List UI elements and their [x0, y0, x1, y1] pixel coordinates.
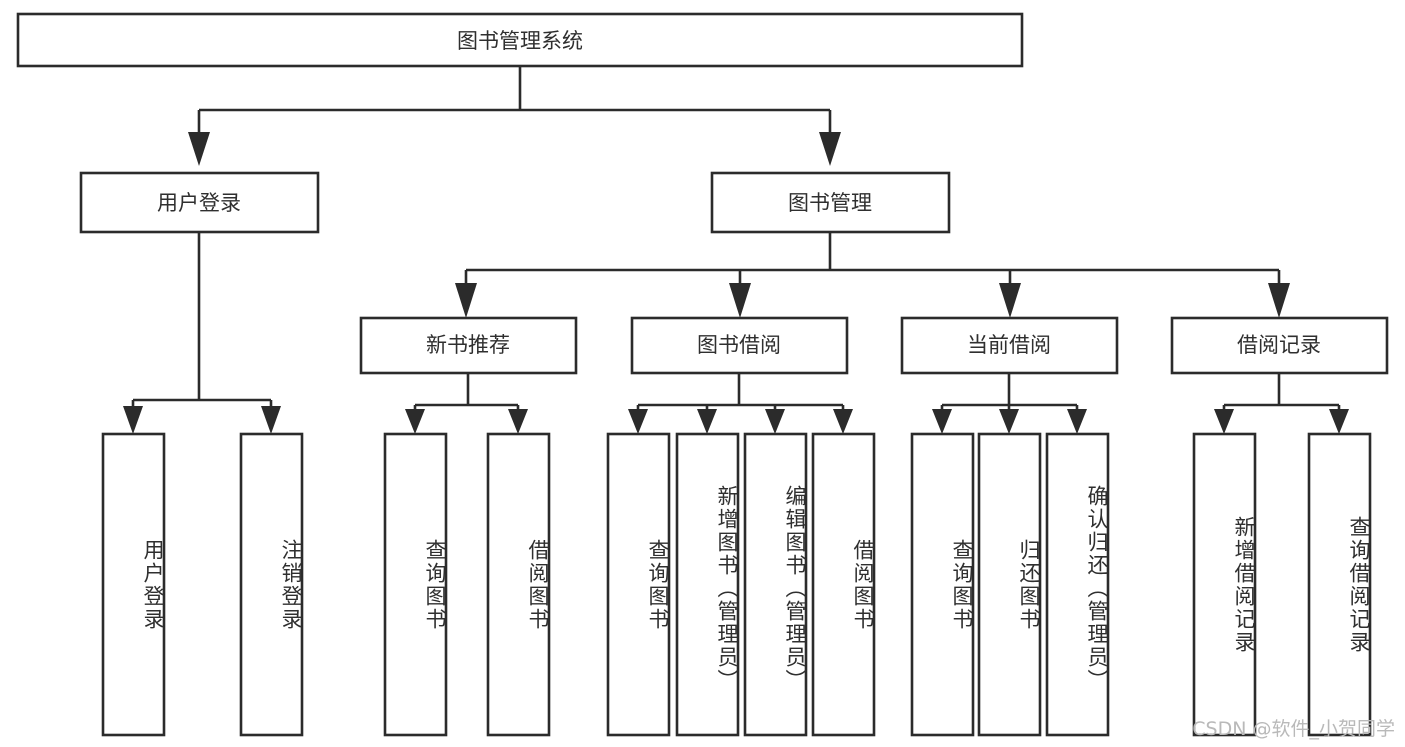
node-current-borrow-label: 当前借阅: [967, 333, 1051, 357]
arrowhead-to-book-borrow: [729, 283, 751, 318]
node-borrow-record[interactable]: 借阅记录: [1170, 316, 1389, 375]
leaf-box-confirm-return[interactable]: [1045, 432, 1110, 737]
node-book-borrow[interactable]: 图书借阅: [630, 316, 849, 375]
leaf-box-borrow-book-2[interactable]: [811, 432, 876, 737]
arrowhead-to-user-login: [188, 132, 210, 166]
node-root-box[interactable]: [16, 12, 1024, 68]
leaf-box-query-record[interactable]: [1307, 432, 1372, 737]
arrowhead-leaf-confirm-return: [1067, 409, 1087, 434]
arrowhead-leaf-borrow-book-2: [833, 409, 853, 434]
leaf-box-query-book-1[interactable]: [383, 432, 448, 737]
arrowhead-leaf-logout: [261, 406, 281, 434]
arrowhead-leaf-return-book: [999, 409, 1019, 434]
leaf-box-return-book[interactable]: [977, 432, 1042, 737]
node-user-login-label: 用户登录: [157, 191, 241, 215]
arrowhead-to-current-borrow: [999, 283, 1021, 318]
node-new-book-rec-label: 新书推荐: [426, 333, 510, 357]
node-book-borrow-label: 图书借阅: [697, 333, 781, 357]
watermark-label: CSDN @软件_小贺同学: [1192, 718, 1395, 740]
arrowhead-leaf-add-record: [1214, 409, 1234, 434]
arrowhead-leaf-query-book-2: [628, 409, 648, 434]
arrowhead-leaf-query-book-3: [932, 409, 952, 434]
arrowhead-to-borrow-record: [1268, 283, 1290, 318]
arrowhead-to-new-book-rec: [455, 283, 477, 318]
node-book-manage[interactable]: 图书管理: [710, 171, 951, 234]
node-book-manage-box[interactable]: [710, 171, 951, 234]
leaf-box-user-login[interactable]: [101, 432, 166, 737]
node-root-label: 图书管理系统: [457, 29, 583, 53]
arrowhead-leaf-query-book-1: [405, 409, 425, 434]
leaf-box-query-book-3[interactable]: [910, 432, 975, 737]
arrowhead-leaf-add-book: [697, 409, 717, 434]
leaf-box-borrow-book-1[interactable]: [486, 432, 551, 737]
node-borrow-record-label: 借阅记录: [1237, 333, 1321, 357]
leaf-box-edit-book[interactable]: [743, 432, 808, 737]
leaf-box-add-book[interactable]: [675, 432, 740, 737]
node-current-borrow[interactable]: 当前借阅: [900, 316, 1119, 375]
node-current-borrow-box[interactable]: [900, 316, 1119, 375]
node-book-manage-label: 图书管理: [788, 191, 872, 215]
arrowhead-leaf-query-record: [1329, 409, 1349, 434]
arrowhead-leaf-edit-book: [765, 409, 785, 434]
node-user-login[interactable]: 用户登录: [79, 171, 320, 234]
node-book-borrow-box[interactable]: [630, 316, 849, 375]
arrowhead-to-book-manage: [819, 132, 841, 166]
node-new-book-rec[interactable]: 新书推荐: [359, 316, 578, 375]
arrowhead-leaf-borrow-book-1: [508, 409, 528, 434]
node-root[interactable]: 图书管理系统: [16, 12, 1024, 68]
node-borrow-record-box[interactable]: [1170, 316, 1389, 375]
leaf-box-add-record[interactable]: [1192, 432, 1257, 737]
node-new-book-rec-box[interactable]: [359, 316, 578, 375]
leaf-box-logout[interactable]: [239, 432, 304, 737]
leaf-box-query-book-2[interactable]: [606, 432, 671, 737]
arrowhead-leaf-user-login: [123, 406, 143, 434]
